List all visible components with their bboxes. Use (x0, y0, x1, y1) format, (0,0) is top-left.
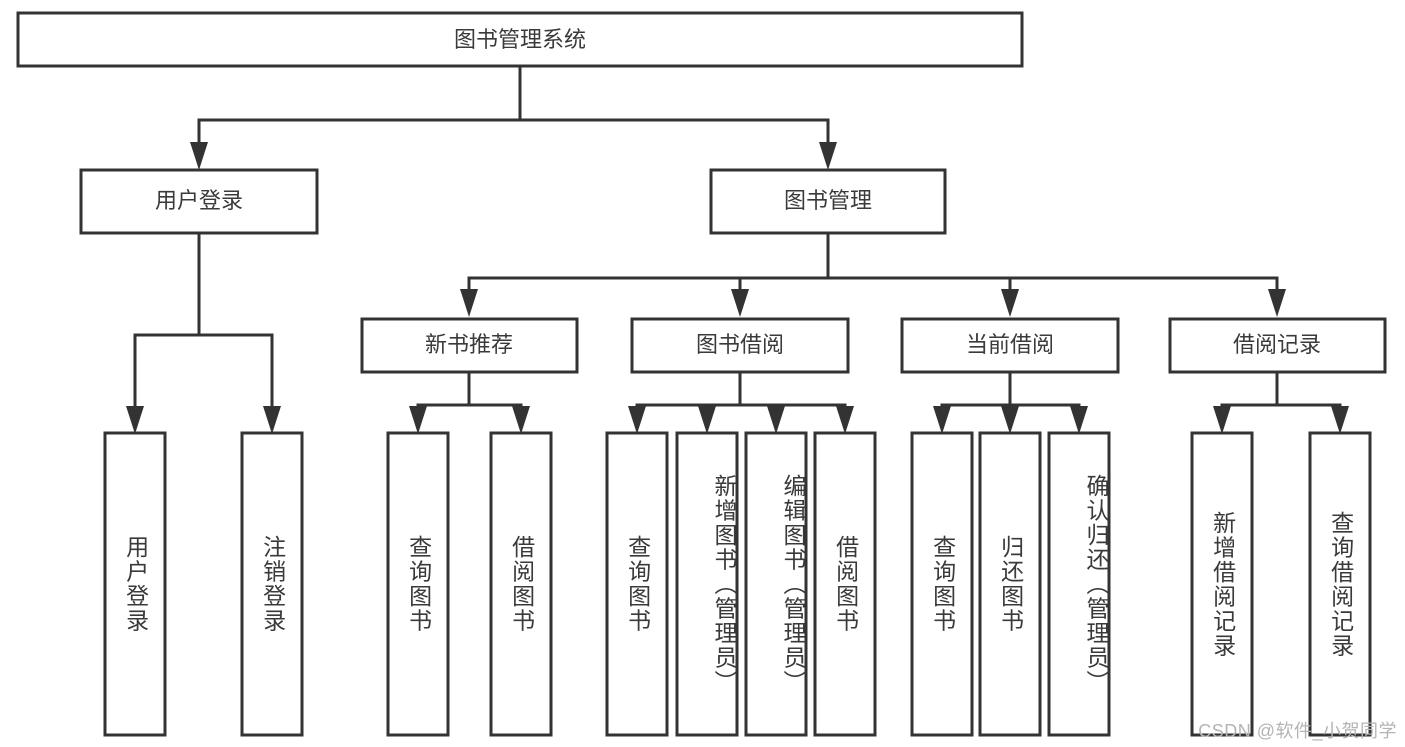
arrow-head-icon (512, 406, 530, 434)
connector-bookborrow-to-leaves (628, 370, 854, 434)
arrow-head-icon (819, 142, 837, 170)
connector-root-to-level2 (190, 64, 837, 170)
leaf-box (240, 431, 304, 737)
leaf-box (910, 431, 974, 737)
watermark: CSDN @软件_小贺同学 (1198, 721, 1397, 741)
node-root-label: 图书管理系统 (454, 27, 586, 52)
node-book-management[interactable]: 图书管理 (709, 168, 947, 235)
leaf-box (605, 431, 669, 737)
node-borrow-record[interactable]: 借阅记录 (1168, 317, 1387, 374)
leaf-box (1308, 431, 1372, 737)
arrow-head-icon (263, 406, 281, 434)
leaf-box (1190, 431, 1254, 737)
leaf-box-group-user-login (103, 431, 304, 737)
arrow-head-icon (628, 406, 646, 434)
arrow-head-icon (767, 406, 785, 434)
arrow-head-icon (1001, 289, 1019, 317)
leaf-box (978, 431, 1042, 737)
node-book-borrow-label: 图书借阅 (696, 332, 784, 357)
arrow-head-icon (1070, 406, 1088, 434)
arrow-head-icon (933, 406, 951, 434)
connector-userlogin-to-leaves (126, 231, 281, 434)
leaf-box-group-new-book (386, 431, 553, 737)
node-borrow-record-label: 借阅记录 (1233, 332, 1321, 357)
arrow-head-icon (190, 142, 208, 170)
arrow-head-icon (1268, 289, 1286, 317)
connector-borrowrecord-to-leaves (1213, 370, 1349, 434)
leaf-box-group-borrow-record (1190, 431, 1372, 737)
arrow-head-icon (1001, 406, 1019, 434)
leaf-box (1047, 431, 1111, 737)
node-user-login[interactable]: 用户登录 (79, 168, 319, 235)
arrow-head-icon (409, 406, 427, 434)
node-new-book-recommend[interactable]: 新书推荐 (360, 317, 579, 374)
leaf-box (744, 431, 808, 737)
connector-currentborrow-to-leaves (933, 370, 1088, 434)
leaf-box-group-book-borrow (605, 431, 877, 737)
node-current-borrow[interactable]: 当前借阅 (900, 317, 1120, 374)
arrow-head-icon (836, 406, 854, 434)
arrow-head-icon (460, 289, 478, 317)
leaf-box (675, 431, 739, 737)
arrow-head-icon (1331, 406, 1349, 434)
node-book-management-label: 图书管理 (784, 188, 872, 213)
leaf-box (489, 431, 553, 737)
arrow-head-icon (126, 406, 144, 434)
node-root[interactable]: 图书管理系统 (16, 11, 1024, 68)
connector-bookmgmt-to-level3 (460, 231, 1286, 317)
leaf-box (813, 431, 877, 737)
arrow-head-icon (731, 289, 749, 317)
node-current-borrow-label: 当前借阅 (966, 332, 1054, 357)
leaf-box-group-current-borrow (910, 431, 1111, 737)
arrow-head-icon (698, 406, 716, 434)
leaf-box (386, 431, 450, 737)
arrow-head-icon (1213, 406, 1231, 434)
node-new-book-recommend-label: 新书推荐 (425, 332, 513, 357)
leaf-box (103, 431, 167, 737)
node-book-borrow[interactable]: 图书借阅 (630, 317, 850, 374)
connector-newbook-to-leaves (409, 370, 530, 434)
node-user-login-label: 用户登录 (155, 188, 243, 213)
